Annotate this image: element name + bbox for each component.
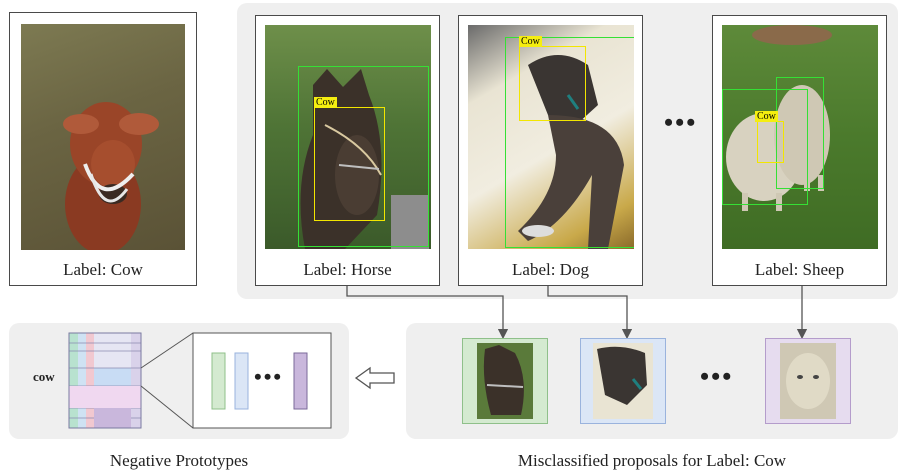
sheep-box-tag: Cow xyxy=(755,111,778,122)
prototype-ellipsis: ••• xyxy=(254,364,284,389)
sheep-crop xyxy=(765,338,851,424)
sheep-photo: Cow xyxy=(722,25,878,249)
horse-ground-truth-box xyxy=(298,66,429,247)
dog-crop-image xyxy=(593,343,653,419)
dog-to-crop-arrow xyxy=(547,286,633,340)
horse-image-card: Cow Label: Horse xyxy=(255,15,440,286)
dog-drawing xyxy=(518,55,624,249)
anchor-label: Label: Cow xyxy=(63,260,143,279)
dog-crop xyxy=(580,338,666,424)
horse-to-crop-arrow xyxy=(346,286,509,340)
misclassified-proposals-caption: Misclassified proposals for Label: Cow xyxy=(517,451,787,470)
dog-ground-truth-box xyxy=(505,37,634,248)
dog-label: Label: Dog xyxy=(512,260,589,279)
horse-box-tag: Cow xyxy=(314,97,337,108)
sheep-crop-image xyxy=(780,343,836,419)
anchor-image-card: Label: Cow xyxy=(9,12,197,286)
negative-prototypes-caption: Negative Prototypes xyxy=(109,451,249,470)
horse-crop-image xyxy=(477,343,533,419)
prototype-zoom-box xyxy=(192,332,332,429)
horse-proposal-box xyxy=(314,107,385,221)
to-prototypes-arrow xyxy=(354,366,395,390)
horse-label: Label: Horse xyxy=(303,260,392,279)
sheep-image-card: Cow Label: Sheep xyxy=(712,15,887,286)
proposals-ellipsis: ••• xyxy=(664,108,698,137)
horse-photo: Cow xyxy=(265,25,431,249)
crops-ellipsis: ••• xyxy=(700,362,734,391)
horse-drawing xyxy=(300,69,429,249)
sheep-label: Label: Sheep xyxy=(754,260,845,279)
sheep-ground-truth-box xyxy=(722,89,808,205)
dog-photo: Cow xyxy=(468,25,634,249)
prototype-memory-grid xyxy=(68,332,142,429)
horse-crop xyxy=(462,338,548,424)
prototype-row-label: cow xyxy=(33,369,55,384)
dog-proposal-box xyxy=(519,46,586,121)
cow-drawing xyxy=(63,102,159,250)
dog-box-tag: Cow xyxy=(519,36,542,47)
sheep-ground-truth-box-2 xyxy=(776,77,824,189)
cow-photo xyxy=(21,24,185,250)
dog-image-card: Cow Label: Dog xyxy=(458,15,643,286)
